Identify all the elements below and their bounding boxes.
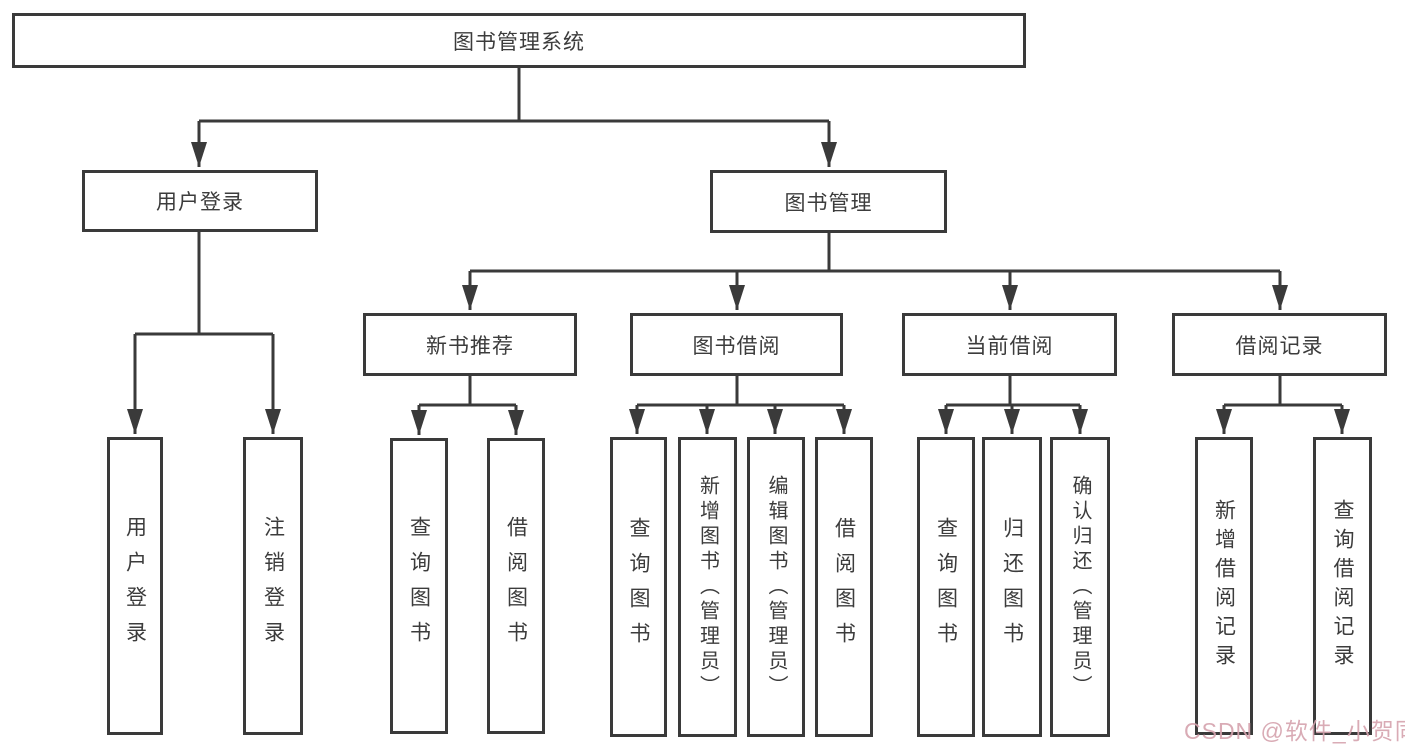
node-new-book-recommendation: 新书推荐	[363, 313, 577, 376]
node-label: 查询借阅记录	[1331, 499, 1355, 673]
node-label: 新增图书（管理员）	[696, 474, 719, 700]
node-label: 编辑图书（管理员）	[765, 474, 787, 700]
leaf-query-books-recommend: 查询图书	[390, 438, 448, 734]
node-borrowing-records: 借阅记录	[1172, 313, 1387, 376]
node-current-borrowing: 当前借阅	[902, 313, 1117, 376]
leaf-query-books-current: 查询图书	[917, 437, 975, 737]
node-user-login: 用户登录	[82, 170, 318, 232]
node-label: 用户登录	[123, 516, 147, 656]
csdn-watermark: CSDN @软件_小贺同学	[1184, 718, 1405, 744]
node-label: 新增借阅记录	[1212, 499, 1236, 673]
node-label: 借阅记录	[1235, 334, 1324, 358]
node-label: 图书管理系统	[453, 30, 585, 54]
node-label: 查询图书	[934, 517, 958, 657]
node-label: 查询图书	[627, 517, 651, 657]
node-label: 查询图书	[407, 516, 431, 656]
node-label: 当前借阅	[965, 334, 1054, 358]
node-label: 图书管理	[784, 191, 873, 215]
node-book-management: 图书管理	[710, 170, 947, 233]
node-label: 注销登录	[261, 516, 285, 656]
leaf-borrow-books: 借阅图书	[815, 437, 873, 737]
node-label: 确认归还（管理员）	[1069, 474, 1091, 700]
leaf-query-borrow-record: 查询借阅记录	[1313, 437, 1372, 735]
node-label: 借阅图书	[504, 516, 528, 656]
node-library-management-system: 图书管理系统	[12, 13, 1026, 68]
leaf-confirm-return-admin: 确认归还（管理员）	[1050, 437, 1110, 737]
node-label: 图书借阅	[692, 334, 781, 358]
leaf-add-borrow-record: 新增借阅记录	[1195, 437, 1253, 735]
leaf-user-login: 用户登录	[107, 437, 163, 735]
node-label: 用户登录	[156, 191, 244, 214]
node-book-borrowing: 图书借阅	[630, 313, 843, 376]
leaf-logout: 注销登录	[243, 437, 303, 735]
node-label: 归还图书	[1000, 517, 1024, 657]
leaf-add-book-admin: 新增图书（管理员）	[678, 437, 737, 737]
leaf-edit-book-admin: 编辑图书（管理员）	[747, 437, 805, 737]
leaf-return-books: 归还图书	[982, 437, 1042, 737]
leaf-borrow-books-recommend: 借阅图书	[487, 438, 545, 734]
leaf-query-books-borrow: 查询图书	[610, 437, 667, 737]
node-label: 借阅图书	[832, 517, 856, 657]
node-label: 新书推荐	[426, 334, 514, 358]
